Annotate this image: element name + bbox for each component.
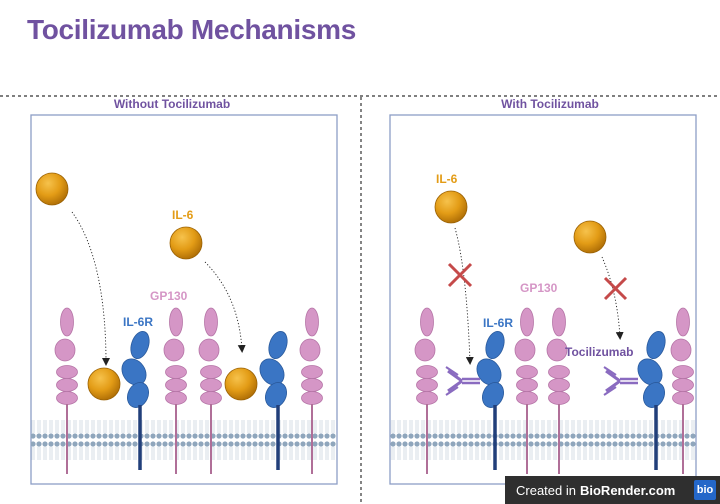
cell-membrane bbox=[390, 420, 696, 464]
il6-molecule bbox=[169, 226, 203, 260]
blocked-arrow bbox=[601, 256, 624, 340]
biorender-watermark[interactable]: Created in BioRender.com bio bbox=[505, 476, 720, 504]
binding-arrow bbox=[204, 261, 246, 353]
panel-title-right: With Tocilizumab bbox=[501, 97, 599, 111]
il6-label: IL-6 bbox=[172, 208, 194, 222]
block-x-icon bbox=[447, 262, 473, 288]
biorender-logo-icon: bio bbox=[694, 480, 716, 500]
il6-molecule bbox=[573, 220, 607, 254]
page-title: Tocilizumab Mechanisms bbox=[27, 14, 356, 45]
il6r-label: IL-6R bbox=[123, 315, 153, 329]
panel-with-tocilizumab: IL-6 GP130 IL-6R Tocilizumab bbox=[389, 114, 697, 485]
il6-molecule bbox=[434, 190, 468, 224]
watermark-prefix: Created in bbox=[516, 482, 576, 498]
cell-membrane bbox=[31, 420, 337, 464]
watermark-brand: BioRender.com bbox=[579, 482, 676, 498]
il6-molecule-bound bbox=[87, 367, 121, 401]
panel-title-left: Without Tocilizumab bbox=[114, 97, 230, 111]
tocilizumab-label: Tocilizumab bbox=[565, 345, 633, 359]
il6-molecule bbox=[35, 172, 69, 206]
panel-without-tocilizumab: IL-6 GP130 IL-6R bbox=[30, 114, 338, 485]
il6-molecule-bound bbox=[224, 367, 258, 401]
il6r-label: IL-6R bbox=[483, 316, 513, 330]
gp130-label: GP130 bbox=[520, 281, 558, 295]
il6-label: IL-6 bbox=[436, 172, 458, 186]
block-x-icon bbox=[603, 276, 628, 301]
gp130-label: GP130 bbox=[150, 289, 188, 303]
